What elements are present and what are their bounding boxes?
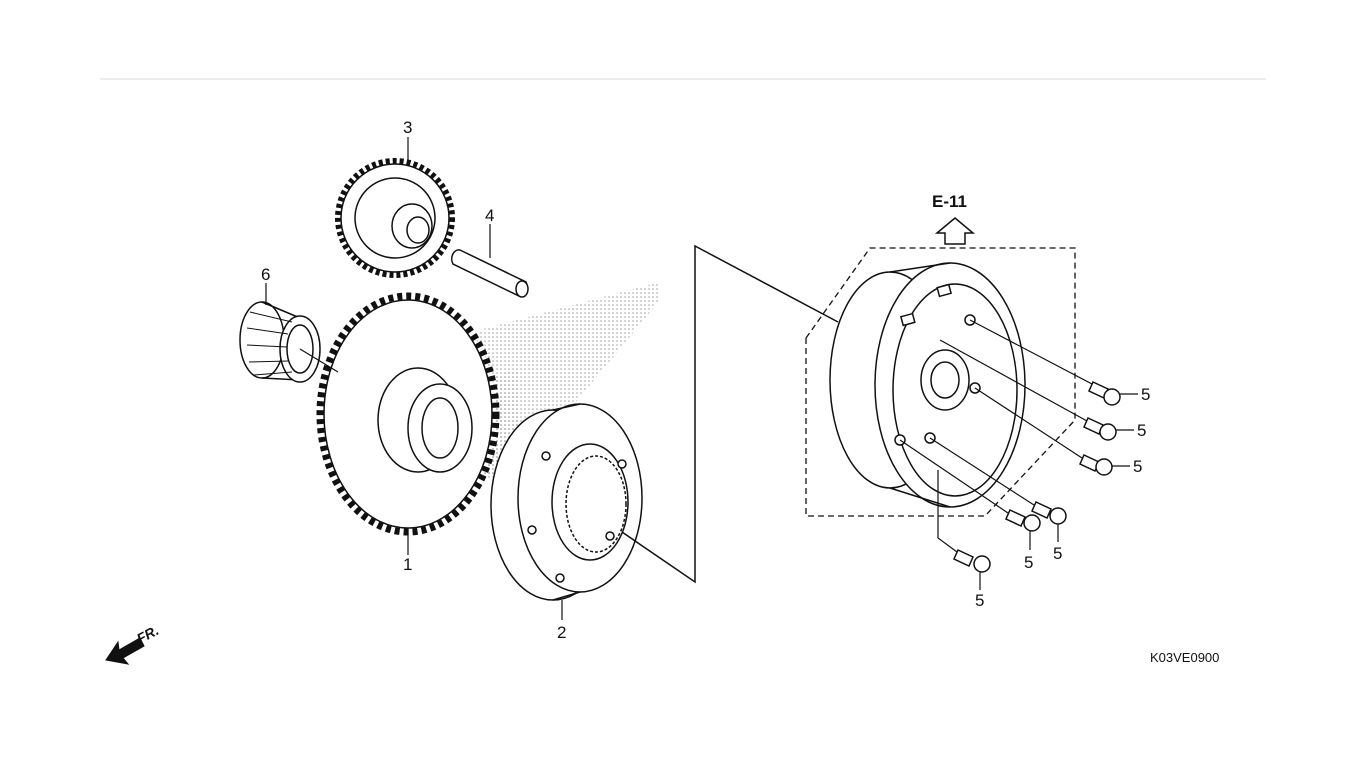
assembly-connector: [621, 244, 839, 584]
bolt-b: [1083, 416, 1117, 441]
bolt-e: [1005, 508, 1041, 532]
flywheel: [829, 262, 1026, 508]
needle-bearing: [239, 301, 321, 383]
callout-leaders: [265, 137, 1138, 620]
callout-5e: 5: [1024, 553, 1033, 572]
bolts: [953, 380, 1121, 573]
bolt-f: [953, 548, 991, 573]
callout-5b: 5: [1137, 421, 1146, 440]
idle-gear: [335, 158, 455, 278]
callout-6: 6: [261, 265, 270, 284]
starter-clutch: [490, 403, 643, 601]
callout-5a: 5: [1141, 385, 1150, 404]
front-arrow-icon: [105, 637, 145, 665]
callout-5f: 5: [975, 591, 984, 610]
bolt-leaders: [899, 319, 1093, 553]
callout-1: 1: [403, 555, 412, 574]
large-gear: [316, 292, 500, 536]
callout-3: 3: [403, 118, 412, 137]
drawing-code: K03VE0900: [1150, 650, 1219, 665]
shaft: [451, 249, 529, 298]
callout-5d: 5: [1053, 544, 1062, 563]
callout-2: 2: [557, 623, 566, 642]
bolt-a: [1088, 380, 1121, 406]
arrow-up-icon: [934, 217, 976, 245]
bolt-d: [1031, 500, 1067, 525]
assembly-frame: [805, 247, 1076, 517]
reference-label: E-11: [932, 192, 967, 211]
callout-4: 4: [485, 206, 494, 225]
bolt-c: [1079, 453, 1113, 476]
callout-5c: 5: [1133, 457, 1142, 476]
